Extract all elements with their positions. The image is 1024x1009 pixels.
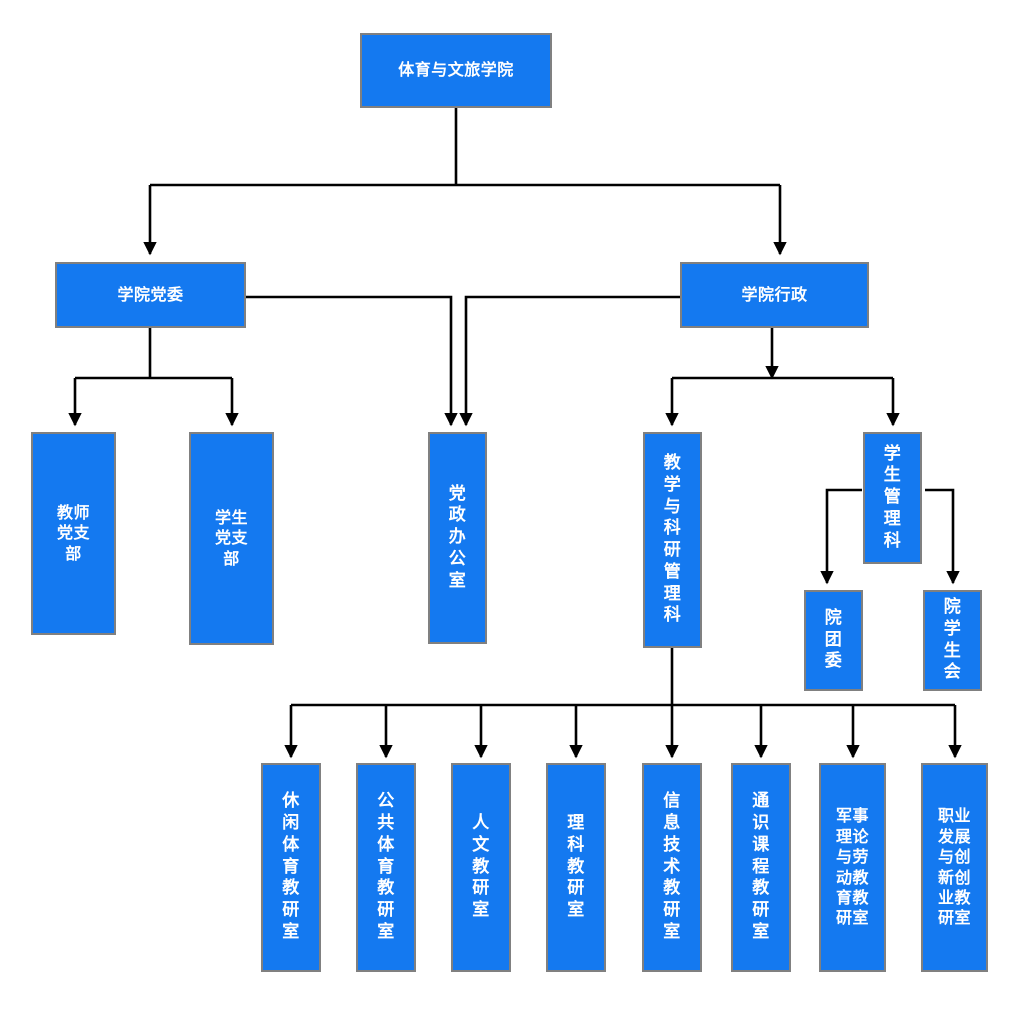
- node-student-management-section-label: 学 生 管 理 科: [883, 443, 902, 551]
- node-career-innovation[interactable]: 职业 发展 与创 新创 业教 研室: [921, 763, 988, 972]
- node-teacher-party-branch[interactable]: 教师 党支 部: [31, 432, 116, 635]
- node-student-party-branch[interactable]: 学生 党支 部: [189, 432, 274, 645]
- node-league-committee-label: 院 团 委: [824, 607, 843, 672]
- node-general-courses-label: 通 识 课 程 教 研 室: [752, 791, 770, 942]
- node-science-label: 理 科 教 研 室: [567, 813, 585, 921]
- node-administration[interactable]: 学院行政: [680, 262, 869, 328]
- node-general-courses[interactable]: 通 识 课 程 教 研 室: [731, 763, 791, 972]
- node-party-committee-label: 学院党委: [117, 284, 184, 304]
- node-leisure-pe[interactable]: 休 闲 体 育 教 研 室: [261, 763, 321, 972]
- node-humanities-label: 人 文 教 研 室: [472, 813, 490, 921]
- node-administration-label: 学院行政: [741, 284, 808, 304]
- node-root-label: 体育与文旅学院: [398, 60, 514, 80]
- node-student-management-section[interactable]: 学 生 管 理 科: [863, 432, 922, 564]
- edge-admin-to-party-gov-office: [459, 295, 680, 427]
- node-student-union[interactable]: 院 学 生 会: [923, 590, 982, 691]
- node-party-gov-office[interactable]: 党 政 办 公 室: [428, 432, 487, 644]
- node-info-tech[interactable]: 信 息 技 术 教 研 室: [642, 763, 702, 972]
- node-student-party-branch-label: 学生 党支 部: [214, 507, 248, 568]
- node-league-committee[interactable]: 院 团 委: [804, 590, 863, 691]
- node-teaching-research-section[interactable]: 教 学 与 科 研 管 理 科: [643, 432, 702, 648]
- node-root[interactable]: 体育与文旅学院: [360, 33, 552, 108]
- node-teacher-party-branch-label: 教师 党支 部: [56, 502, 90, 563]
- edge-sms-to-league-committee: [820, 488, 862, 585]
- node-military-labor[interactable]: 军事 理论 与劳 动教 育教 研室: [819, 763, 886, 972]
- node-info-tech-label: 信 息 技 术 教 研 室: [663, 791, 681, 942]
- node-party-gov-office-label: 党 政 办 公 室: [448, 483, 467, 591]
- node-student-union-label: 院 学 生 会: [943, 597, 962, 683]
- node-leisure-pe-label: 休 闲 体 育 教 研 室: [282, 791, 300, 942]
- node-party-committee[interactable]: 学院党委: [55, 262, 246, 328]
- edge-sms-to-student-union: [925, 488, 960, 585]
- node-public-pe-label: 公 共 体 育 教 研 室: [377, 791, 395, 942]
- node-science[interactable]: 理 科 教 研 室: [546, 763, 606, 972]
- node-military-labor-label: 军事 理论 与劳 动教 育教 研室: [835, 806, 869, 928]
- node-humanities[interactable]: 人 文 教 研 室: [451, 763, 511, 972]
- node-public-pe[interactable]: 公 共 体 育 教 研 室: [356, 763, 416, 972]
- node-teaching-research-section-label: 教 学 与 科 研 管 理 科: [663, 453, 682, 626]
- node-career-innovation-label: 职业 发展 与创 新创 业教 研室: [937, 806, 971, 928]
- edge-pc-to-party-gov-office: [246, 295, 458, 427]
